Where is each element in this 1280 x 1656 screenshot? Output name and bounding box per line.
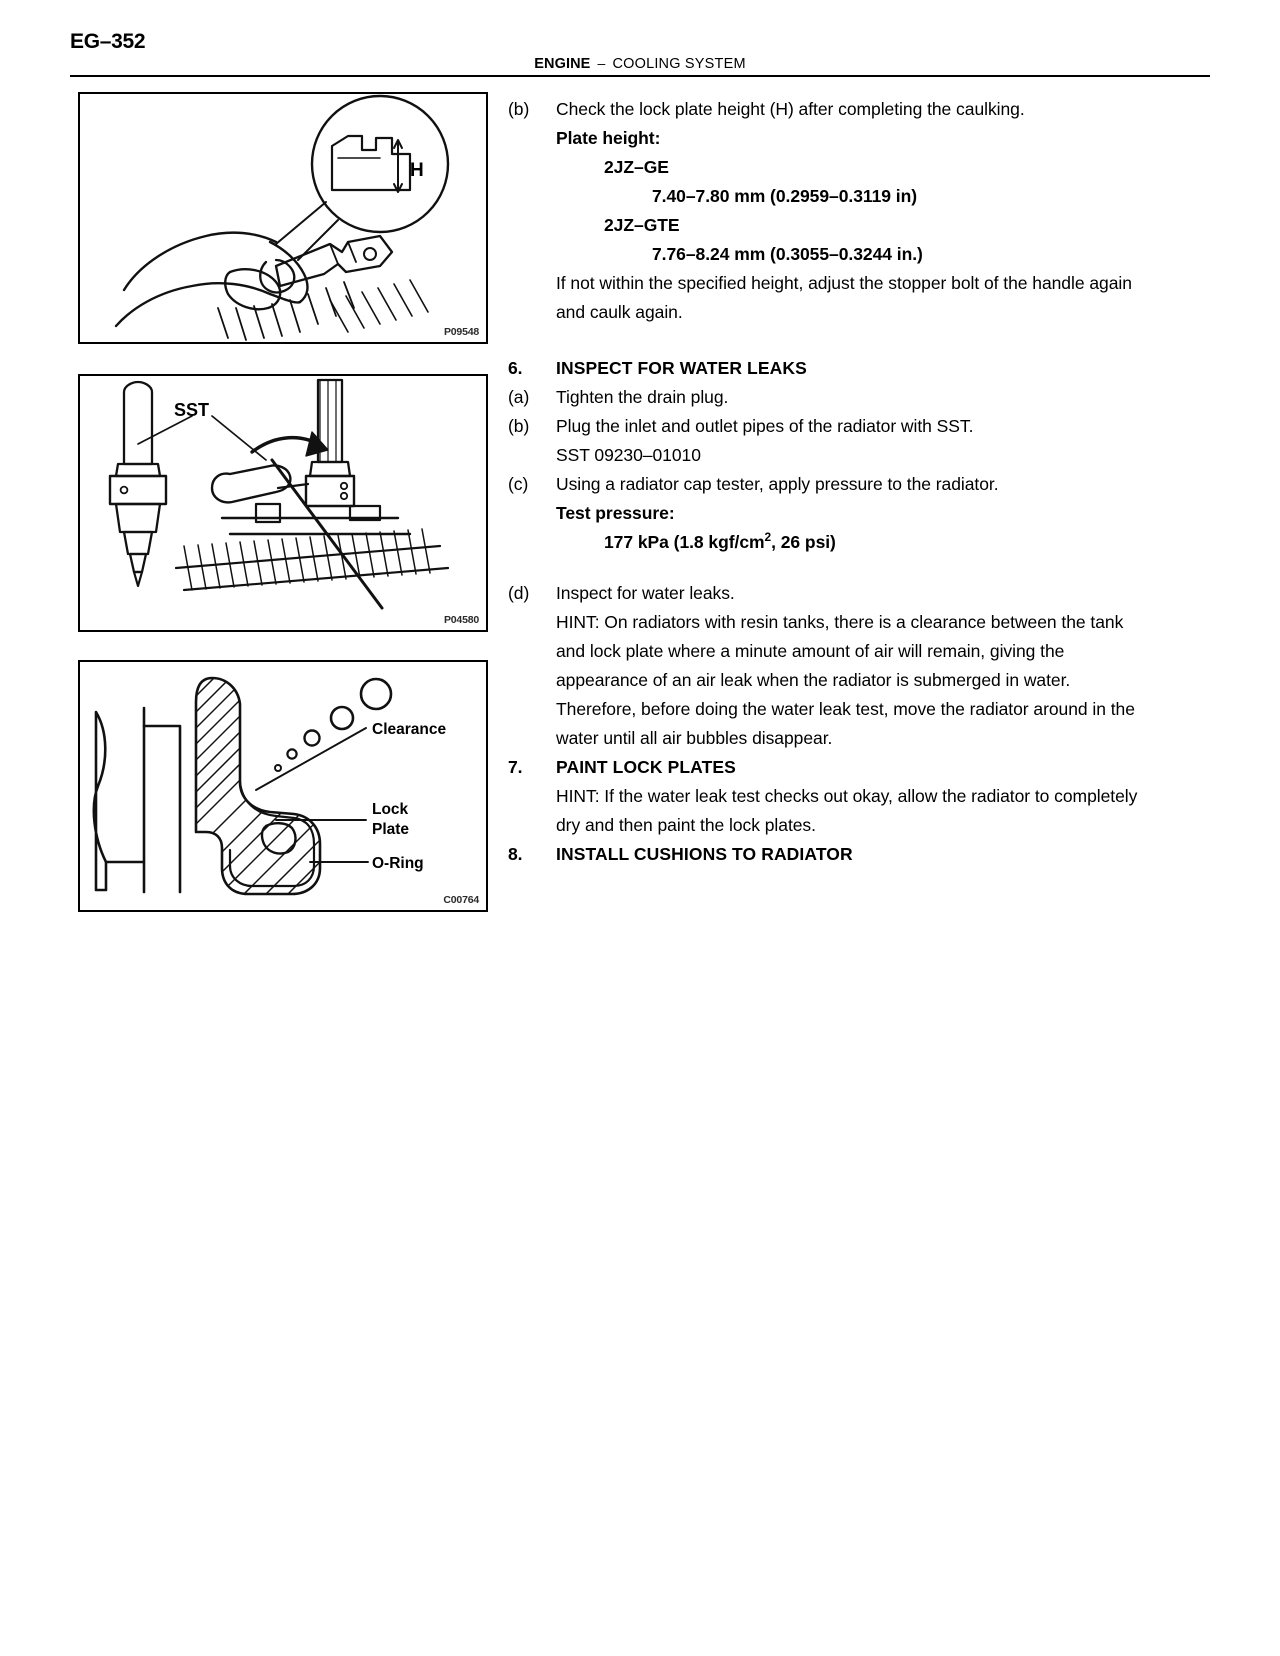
- plate-label: Plate: [372, 821, 409, 838]
- step-6d-row: (d) Inspect for water leaks.: [508, 579, 1148, 608]
- step-7-number: 7.: [508, 757, 523, 777]
- step-7-title: PAINT LOCK PLATES: [556, 757, 736, 777]
- figure-sst-plug: SST P04580: [78, 374, 488, 632]
- step-6b-marker: (b): [508, 416, 530, 436]
- page-header: ENGINE–COOLING SYSTEM: [0, 55, 1280, 72]
- step-b-followup: If not within the specified height, adju…: [556, 273, 1132, 322]
- o-ring-label: O-Ring: [372, 855, 424, 872]
- test-pressure-value: 177 kPa (1.8 kgf/cm2, 26 psi): [508, 528, 1148, 557]
- test-pressure-superscript: 2: [764, 530, 772, 545]
- test-pressure-title: Test pressure:: [556, 503, 675, 523]
- step-8-number: 8.: [508, 844, 523, 864]
- caulking-illustration: H: [114, 94, 450, 341]
- step-6d-block: (d) Inspect for water leaks. HINT: On ra…: [508, 579, 1148, 753]
- test-pressure-post: , 26 psi): [771, 532, 836, 552]
- step-6c-row: (c) Using a radiator cap tester, apply p…: [508, 470, 1148, 499]
- step-6a-marker: (a): [508, 387, 530, 407]
- step-6d-hint: HINT: On radiators with resin tanks, the…: [556, 612, 1135, 748]
- step-6c-text: Using a radiator cap tester, apply press…: [556, 474, 999, 494]
- plate-height-title: Plate height:: [556, 128, 661, 148]
- height-dimension-label: H: [410, 160, 424, 181]
- step-6-number: 6.: [508, 358, 523, 378]
- lock-label: Lock: [372, 801, 409, 818]
- sst-illustration: SST: [108, 378, 450, 610]
- step-6-block: 6. INSPECT FOR WATER LEAKS (a) Tighten t…: [508, 354, 1148, 557]
- spacer-2: [508, 557, 1148, 579]
- figure-lock-plate-section: Clearance Lock Plate O-Ring C00764: [78, 660, 488, 912]
- plate-height-value-ge: 7.40–7.80 mm (0.2959–0.3119 in): [652, 186, 918, 206]
- step-8-title: INSTALL CUSHIONS TO RADIATOR: [556, 844, 853, 864]
- header-dash: –: [597, 55, 606, 71]
- header-rule: [70, 75, 1210, 77]
- sst-label: SST: [174, 400, 209, 420]
- figure-caulking-height: H P09548: [78, 92, 488, 344]
- step-6b-row: (b) Plug the inlet and outlet pipes of t…: [508, 412, 1148, 441]
- header-subsection: COOLING SYSTEM: [612, 56, 746, 72]
- figure-id-1: P09548: [443, 326, 479, 338]
- step-6-title: INSPECT FOR WATER LEAKS: [556, 358, 807, 378]
- plate-height-value-gte: 7.76–8.24 mm (0.3055–0.3244 in.): [652, 244, 923, 264]
- step-6d-marker: (d): [508, 583, 530, 603]
- figure-id-2: P04580: [443, 614, 479, 626]
- step-7-block: 7. PAINT LOCK PLATES HINT: If the water …: [508, 753, 1148, 840]
- step-6a-row: (a) Tighten the drain plug.: [508, 383, 1148, 412]
- step-6b-text: Plug the inlet and outlet pipes of the r…: [556, 416, 974, 436]
- instruction-column: (b) Check the lock plate height (H) afte…: [508, 95, 1148, 869]
- step-7-heading-row: 7. PAINT LOCK PLATES: [508, 753, 1148, 782]
- figure-id-3: C00764: [443, 894, 479, 906]
- lock-plate-illustration: Clearance Lock Plate O-Ring: [92, 676, 446, 896]
- engine-2jz-gte: 2JZ–GTE: [604, 215, 680, 235]
- step-6a-text: Tighten the drain plug.: [556, 387, 729, 407]
- step-b-block: (b) Check the lock plate height (H) afte…: [508, 95, 1148, 327]
- step-6c-marker: (c): [508, 474, 529, 494]
- clearance-label: Clearance: [372, 721, 446, 738]
- step-6-heading-row: 6. INSPECT FOR WATER LEAKS: [508, 354, 1148, 383]
- spacer-1: [508, 327, 1148, 354]
- test-pressure-pre: 177 kPa (1.8 kgf/cm: [604, 532, 765, 552]
- step-8-heading-row: 8. INSTALL CUSHIONS TO RADIATOR: [508, 840, 1148, 869]
- sst-part-number: SST 09230–01010: [556, 445, 701, 465]
- step-7-hint: HINT: If the water leak test checks out …: [556, 786, 1138, 835]
- step-8-block: 8. INSTALL CUSHIONS TO RADIATOR: [508, 840, 1148, 869]
- step-b-text: Check the lock plate height (H) after co…: [556, 99, 1025, 119]
- step-b-marker: (b): [508, 99, 530, 119]
- header-section: ENGINE: [534, 56, 591, 72]
- step-6d-text: Inspect for water leaks.: [556, 583, 735, 603]
- page-number: EG–352: [70, 30, 146, 53]
- engine-2jz-ge: 2JZ–GE: [604, 157, 669, 177]
- step-b-row: (b) Check the lock plate height (H) afte…: [508, 95, 1148, 124]
